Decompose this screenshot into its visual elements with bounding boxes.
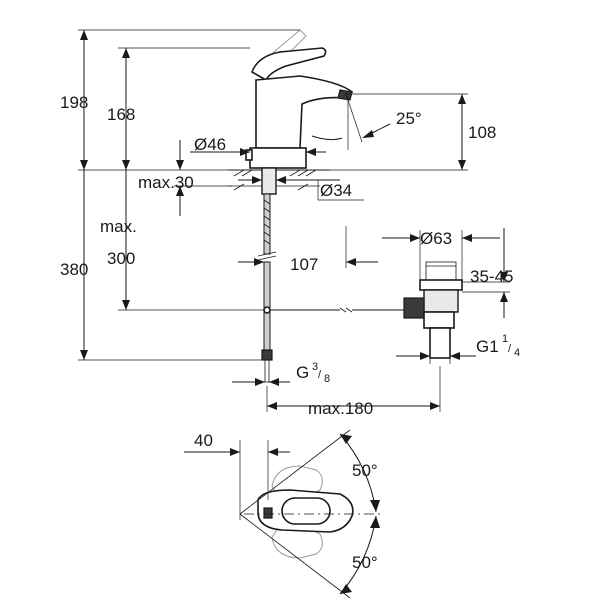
dimensions — [78, 29, 510, 412]
lever-slot — [281, 497, 331, 525]
waste-nut — [423, 311, 455, 329]
label-height-spout: 168 — [107, 105, 135, 124]
hose-break-2 — [257, 255, 277, 261]
waste-cap — [425, 261, 457, 281]
label-waste-thread-num: 1 — [502, 333, 508, 345]
pop-up-knob — [245, 149, 253, 161]
supply-hose-lower — [263, 261, 271, 351]
waste-body — [423, 289, 459, 313]
label-supply-thread: G — [296, 363, 309, 382]
faucet-body — [255, 75, 354, 149]
hose-break-1 — [257, 251, 277, 257]
label-waste-thread-slash: / — [508, 343, 512, 355]
label-max-thickness: max.30 — [138, 173, 194, 192]
faucet-base — [249, 147, 307, 169]
waste-lever-housing — [403, 297, 425, 319]
spout-outlet — [337, 89, 353, 101]
label-dia-waste: Ø63 — [420, 229, 452, 248]
dimension-labels: 198 168 25° 108 Ø46 max.30 Ø34 max. 300 … — [60, 93, 520, 572]
hose-tail — [264, 359, 270, 383]
waste-flange — [419, 279, 463, 291]
hose-braid — [263, 199, 271, 245]
label-supply-thread-num: 3 — [312, 361, 318, 373]
label-waste-thread: G1 — [476, 337, 499, 356]
label-lever-offset: 40 — [194, 431, 213, 450]
label-dia-hole: Ø34 — [320, 181, 352, 200]
label-dia-base: Ø46 — [194, 135, 226, 154]
label-hose-total: 380 — [60, 260, 88, 279]
label-waste-thread-den: 4 — [514, 347, 520, 359]
label-max-value: 300 — [107, 249, 135, 268]
faucet-top-view — [184, 429, 380, 599]
label-waste-range: 35-45 — [470, 267, 513, 286]
label-supply-thread-den: 8 — [324, 373, 330, 385]
label-max: max. — [100, 217, 137, 236]
hose-nut — [261, 349, 273, 361]
faucet-side-view — [228, 29, 354, 383]
label-supply-thread-slash: / — [318, 369, 322, 381]
waste-valve — [403, 261, 463, 359]
label-spout-rise: 108 — [468, 123, 496, 142]
rod-joint — [263, 306, 271, 314]
label-max-pull: max.180 — [308, 399, 373, 418]
lever — [251, 47, 327, 82]
label-projection: 107 — [290, 255, 318, 274]
pop-up-rod — [270, 307, 408, 313]
label-height-total: 198 — [60, 93, 88, 112]
pop-up-knob-top — [263, 507, 273, 519]
mounting-shank — [261, 167, 277, 195]
label-rot-right: 50° — [352, 553, 378, 572]
label-rot-left: 50° — [352, 461, 378, 480]
label-angle-spout: 25° — [396, 109, 422, 128]
waste-tail — [429, 327, 451, 359]
